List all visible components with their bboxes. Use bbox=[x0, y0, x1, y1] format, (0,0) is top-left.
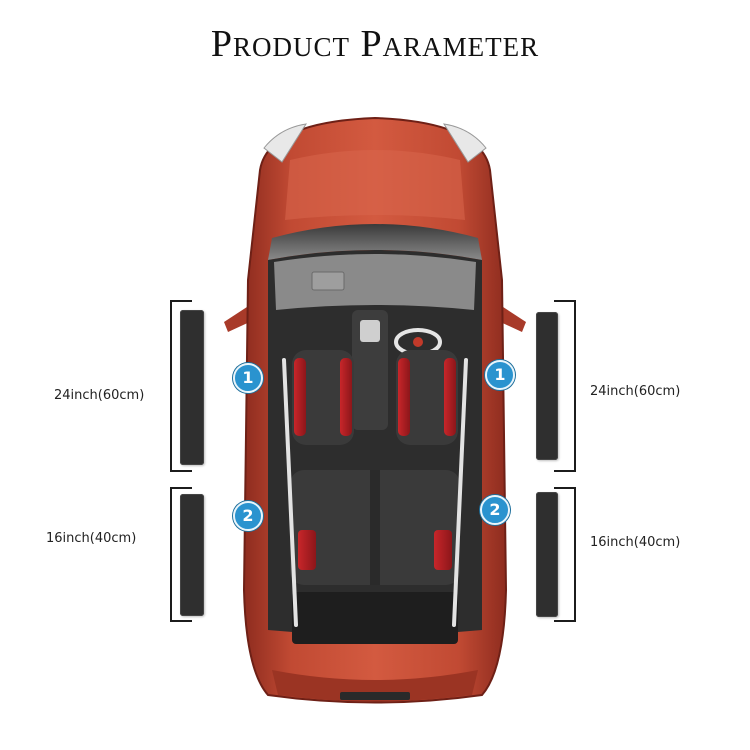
dimension-label-rear-right: 16inch(40cm) bbox=[590, 535, 681, 550]
dimension-label-front-right: 24inch(60cm) bbox=[590, 384, 681, 399]
car-top-view-illustration bbox=[224, 116, 526, 704]
dimension-label-rear-left: 16inch(40cm) bbox=[46, 531, 137, 546]
dimension-bracket-front-left bbox=[170, 300, 192, 472]
dimension-bracket-rear-left bbox=[170, 487, 192, 622]
sill-strip-rear-right bbox=[536, 492, 558, 617]
dimension-label-front-left: 24inch(60cm) bbox=[54, 388, 145, 403]
dimension-bracket-front-right bbox=[554, 300, 576, 472]
sill-strip-front-left bbox=[180, 310, 204, 465]
marker-rear-right: 2 bbox=[480, 495, 510, 525]
marker-front-right: 1 bbox=[485, 360, 515, 390]
sill-strip-front-right bbox=[536, 312, 558, 460]
page-title: Product Parameter bbox=[210, 23, 540, 65]
marker-front-left: 1 bbox=[233, 363, 263, 393]
marker-rear-left: 2 bbox=[233, 501, 263, 531]
dimension-bracket-rear-right bbox=[554, 487, 576, 622]
sill-strip-rear-left bbox=[180, 494, 204, 616]
